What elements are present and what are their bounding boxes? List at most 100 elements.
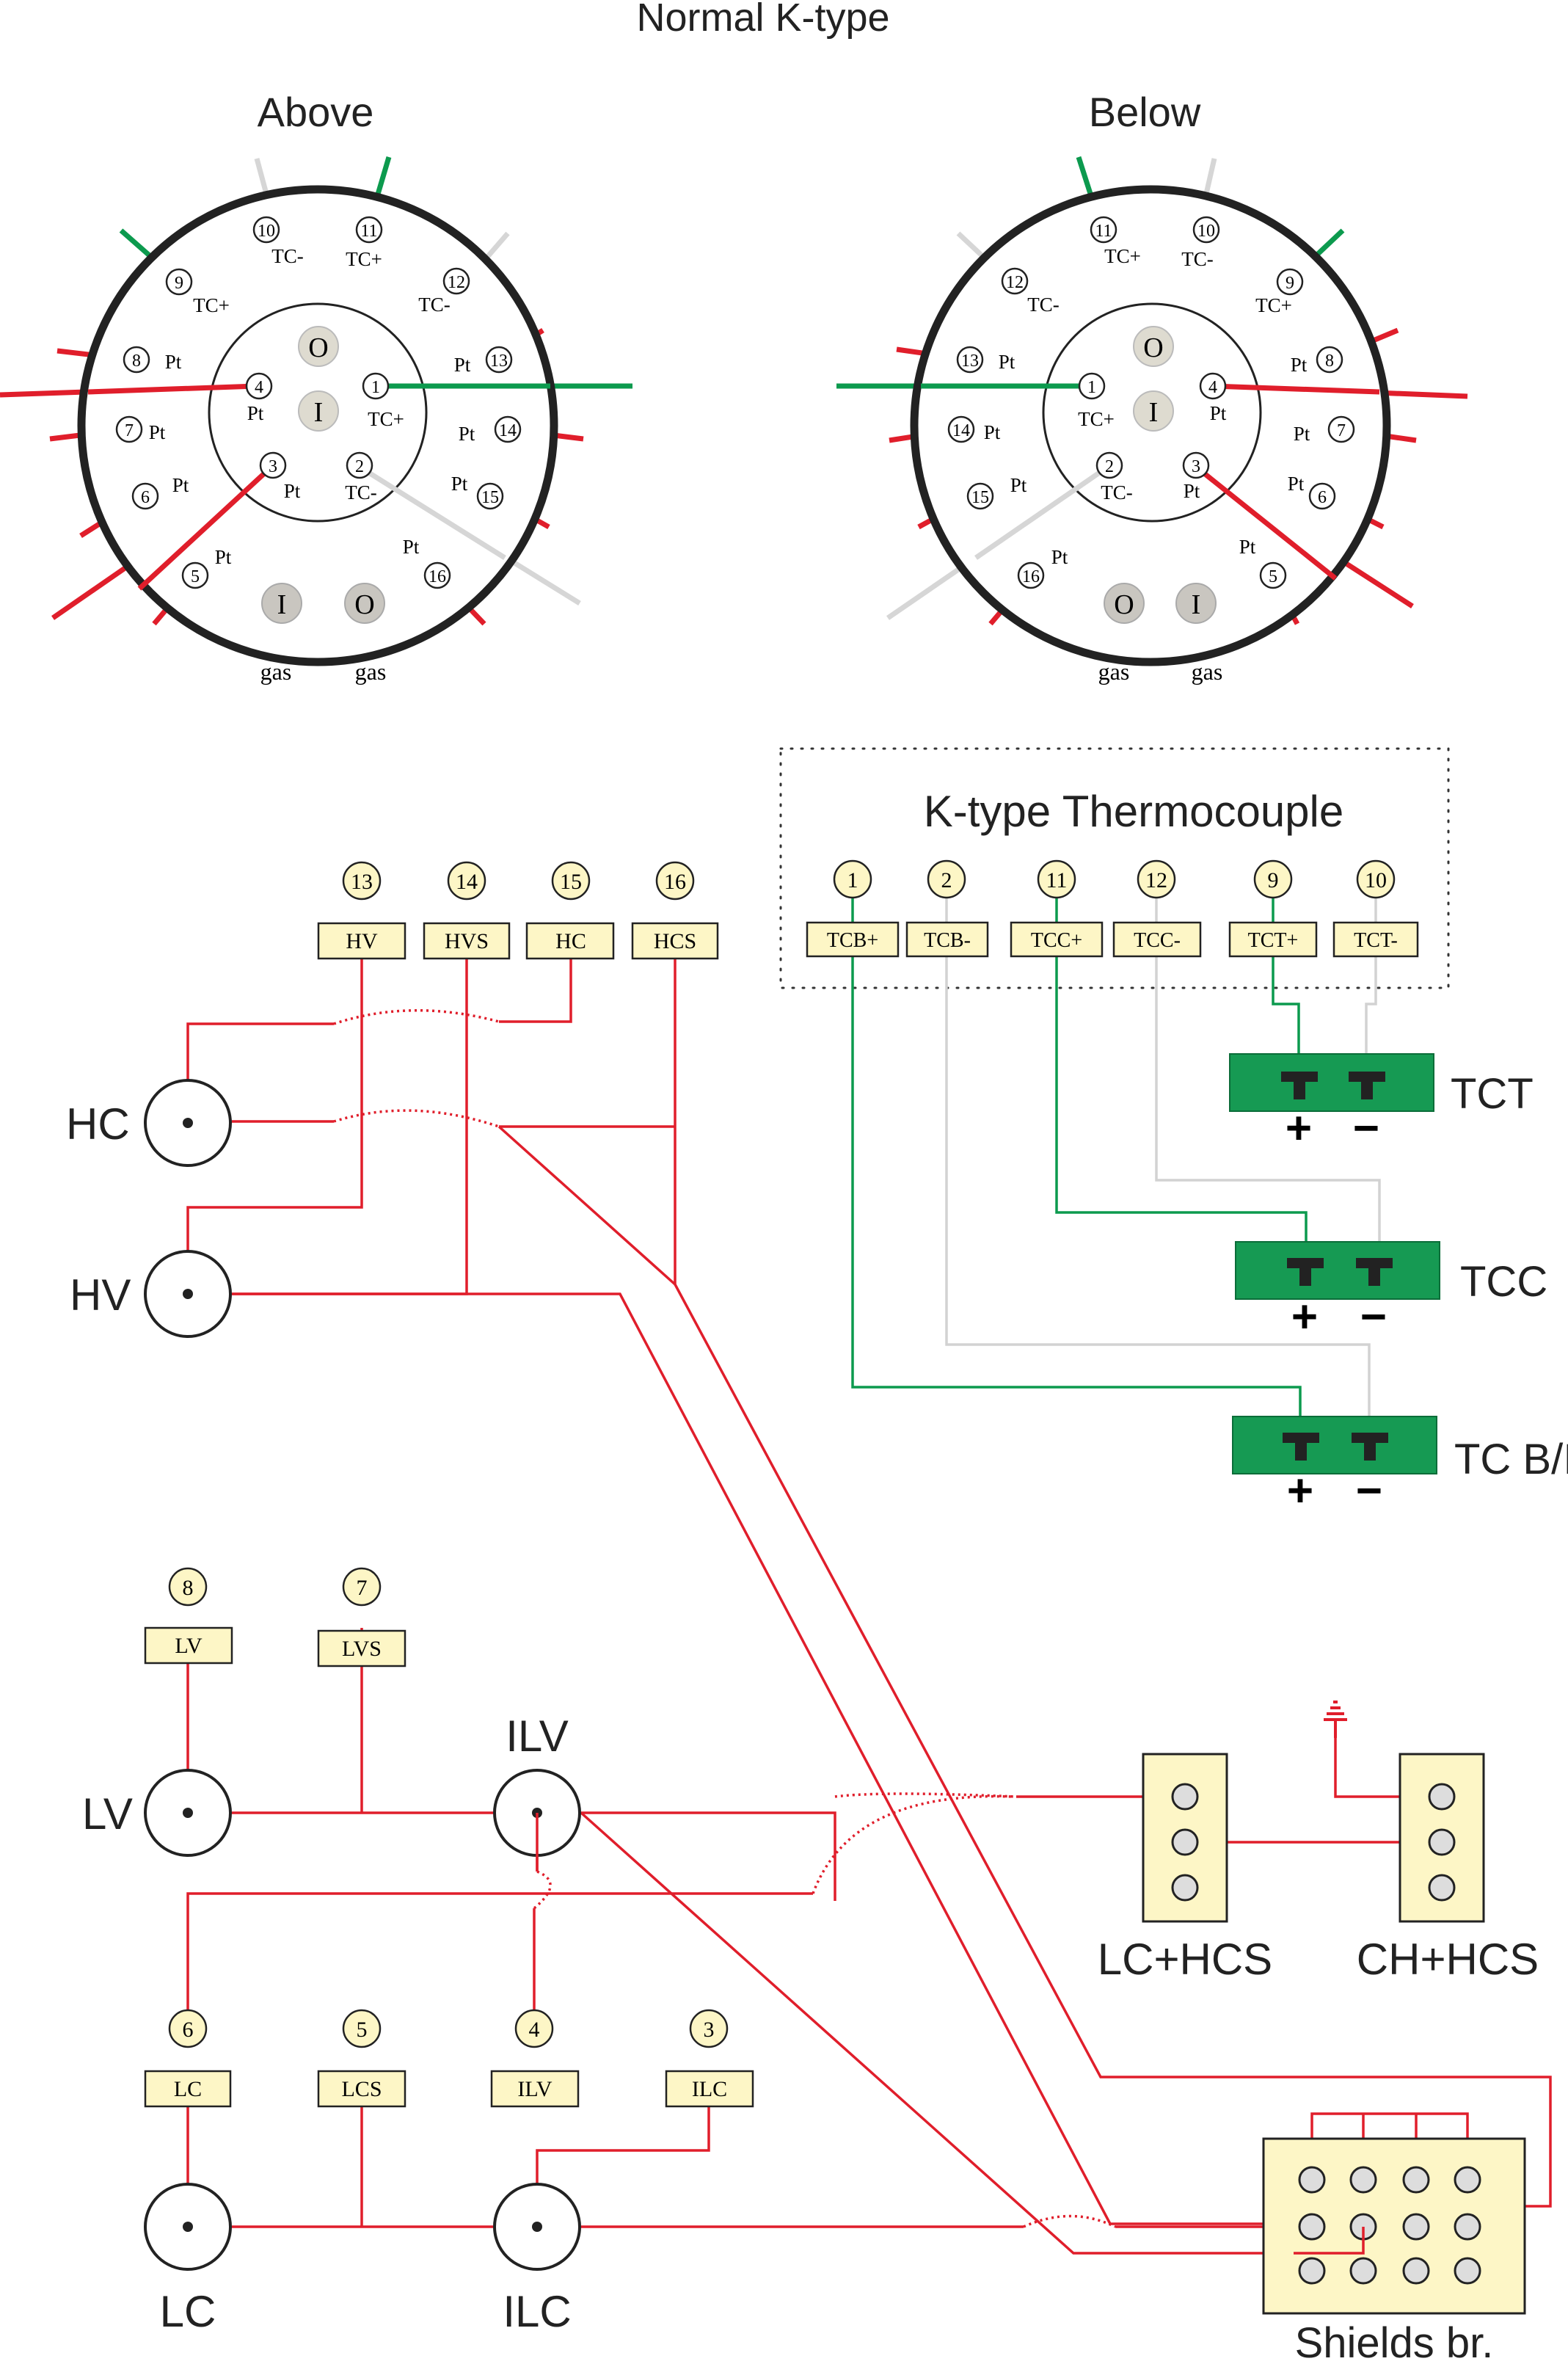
svg-text:10: 10 <box>1365 868 1387 892</box>
svg-text:Pt: Pt <box>247 402 264 424</box>
terminal-6: 6 LC <box>144 2009 232 2108</box>
svg-text:TC+: TC+ <box>368 408 404 430</box>
svg-text:Pt: Pt <box>451 473 468 495</box>
terminal-14: 14 HVS <box>423 861 511 960</box>
pin-15: 15 Pt <box>451 473 504 510</box>
connector-lv: LV <box>82 1769 232 1857</box>
svg-text:TC-: TC- <box>1027 294 1060 316</box>
svg-text:15: 15 <box>481 488 499 507</box>
svg-text:TC+: TC+ <box>1078 408 1115 430</box>
svg-text:1: 1 <box>371 378 380 397</box>
pin-1: 1TC+ <box>1078 372 1115 430</box>
svg-text:Shields br.: Shields br. <box>1295 2319 1494 2364</box>
terminal-5: 5 LCS <box>317 2009 406 2108</box>
svg-text:13: 13 <box>490 352 508 371</box>
svg-text:ILC: ILC <box>692 2077 727 2101</box>
svg-text:O: O <box>1114 589 1134 620</box>
gas-port-out-label: O <box>354 589 374 620</box>
connector-tc-bi: + − TC B/I <box>1232 1416 1568 1516</box>
svg-text:Pt: Pt <box>999 351 1015 373</box>
svg-text:Pt: Pt <box>1291 354 1308 376</box>
svg-text:11: 11 <box>1046 868 1068 892</box>
svg-text:gas: gas <box>1192 658 1223 685</box>
svg-text:HV: HV <box>70 1270 131 1320</box>
svg-text:Pt: Pt <box>149 421 166 443</box>
svg-text:6: 6 <box>141 488 150 507</box>
svg-text:TC+: TC+ <box>1255 294 1292 316</box>
pin-5: 5Pt <box>181 546 232 589</box>
svg-text:6: 6 <box>183 2018 194 2042</box>
svg-text:3: 3 <box>269 457 277 476</box>
svg-text:Pt: Pt <box>1294 423 1310 445</box>
port-o <box>298 326 339 367</box>
svg-text:HV: HV <box>346 929 378 953</box>
flange-below-heading: Below <box>1089 89 1201 135</box>
svg-text:−: − <box>1360 1292 1387 1342</box>
svg-text:TCC: TCC <box>1460 1258 1547 1306</box>
lc-terminals: 6 LC 5 LCS 4 ILV 3 ILC <box>144 2009 754 2108</box>
svg-text:TC+: TC+ <box>1104 245 1141 267</box>
pin-4: 4Pt <box>1199 372 1227 424</box>
svg-text:13: 13 <box>961 352 979 371</box>
block-ch-hcs: CH+HCS <box>1357 1753 1539 1984</box>
lv-terminals: 8 LV 7 LVS <box>144 1567 406 1667</box>
gas-port-out <box>344 583 385 624</box>
svg-text:O: O <box>1143 332 1163 363</box>
svg-text:Pt: Pt <box>1239 536 1256 558</box>
svg-text:3: 3 <box>1192 457 1200 476</box>
pin-9: 9TC+ <box>165 268 230 316</box>
svg-text:−: − <box>1356 1466 1382 1516</box>
pin-8: 8Pt <box>1291 346 1343 376</box>
svg-text:5: 5 <box>1269 567 1277 586</box>
svg-text:16: 16 <box>1022 567 1040 586</box>
connector-hv: HV <box>70 1250 232 1338</box>
thermocouple-section: K-type Thermocouple 1 TCB+ 2 TCB- 11 <box>779 747 1568 1516</box>
svg-text:TCB-: TCB- <box>924 929 971 952</box>
svg-text:TC-: TC- <box>418 294 451 316</box>
svg-text:3: 3 <box>704 2018 715 2042</box>
svg-text:9: 9 <box>1268 868 1279 892</box>
pin-6: 6Pt <box>1288 473 1336 510</box>
svg-text:Pt: Pt <box>215 546 232 568</box>
svg-text:11: 11 <box>360 222 377 241</box>
svg-text:Pt: Pt <box>284 480 301 502</box>
connector-lc: LC <box>144 2183 232 2336</box>
pin-2: 2TC- <box>345 451 377 503</box>
connector-tct: + − TCT <box>1229 1053 1534 1154</box>
red-wiring <box>186 959 1552 2255</box>
svg-text:gas: gas <box>1098 658 1130 685</box>
svg-text:16: 16 <box>664 870 686 894</box>
svg-text:+: + <box>1286 1103 1312 1154</box>
svg-text:8: 8 <box>132 352 141 371</box>
svg-text:LC: LC <box>174 2077 202 2101</box>
gas-label-1: gas <box>260 658 292 685</box>
heater-terminals: 13 HV 14 HVS 15 HC 16 HCS <box>317 861 719 960</box>
svg-text:15: 15 <box>971 488 989 507</box>
svg-text:2: 2 <box>941 868 952 892</box>
terminal-11: 11 TCC+ <box>1010 859 1104 958</box>
terminal-1: 1 TCB+ <box>806 859 900 958</box>
svg-text:6: 6 <box>1318 488 1327 507</box>
svg-text:4: 4 <box>529 2018 540 2042</box>
gas-port-in <box>261 583 302 624</box>
connector-hc: HC <box>66 1079 232 1167</box>
thermocouple-dotted-box <box>779 747 1450 989</box>
svg-text:Pt: Pt <box>1210 402 1227 424</box>
port-o-label: O <box>308 332 328 363</box>
ground-icon <box>1324 1701 1347 1738</box>
pin-2: 2TC- <box>1095 451 1133 503</box>
svg-text:7: 7 <box>1337 421 1346 440</box>
terminal-12: 12 TCC- <box>1112 859 1202 958</box>
svg-text:10: 10 <box>1197 222 1215 241</box>
svg-text:+: + <box>1287 1466 1313 1516</box>
svg-text:14: 14 <box>456 870 478 894</box>
svg-text:TC+: TC+ <box>346 248 382 270</box>
